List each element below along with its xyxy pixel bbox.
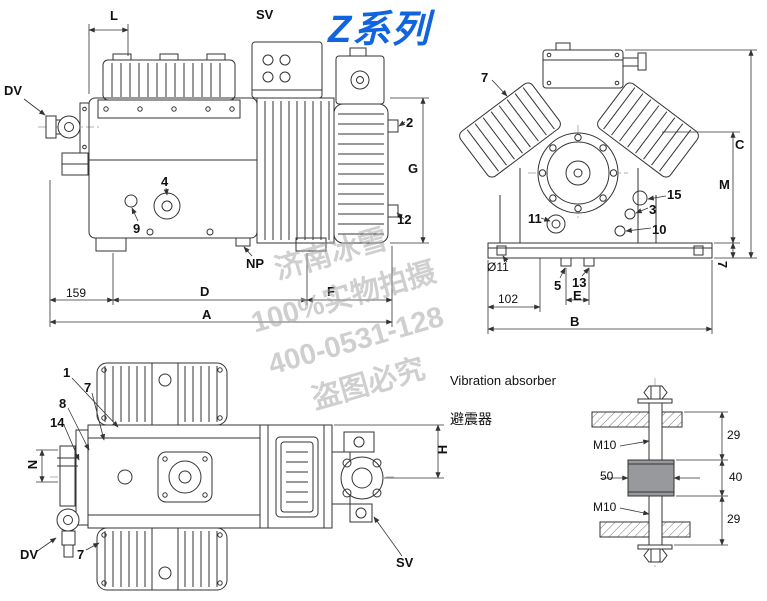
top-view-dimensions <box>35 377 444 557</box>
part-label-10: 10 <box>652 222 667 237</box>
dim-label-H: H <box>435 444 451 455</box>
dim-label-L: L <box>110 8 118 23</box>
top-bank <box>96 362 228 426</box>
part-label-13: 13 <box>572 275 587 290</box>
part-label-4: 4 <box>161 174 169 189</box>
suction-valve <box>251 41 323 99</box>
top-nut <box>643 385 668 400</box>
part-label-7-lower: 7 <box>77 547 85 562</box>
motor-section <box>259 424 333 529</box>
part-label-3: 3 <box>649 202 657 217</box>
end-cover <box>333 103 399 244</box>
sv-label: SV <box>256 7 274 22</box>
part-label-9: 9 <box>133 221 141 236</box>
thread-label-bottom: M10 <box>593 500 617 514</box>
dim-label-159: 159 <box>66 286 87 300</box>
bottom-bank <box>96 527 228 591</box>
part-label-8: 8 <box>59 396 67 411</box>
rubber-block <box>627 459 675 497</box>
side-view-dimensions <box>23 24 429 327</box>
center-body <box>87 424 261 529</box>
dim-label-D: D <box>200 284 210 299</box>
part-label-1: 1 <box>63 365 71 380</box>
terminal-box <box>335 47 385 105</box>
dim-label-M: M <box>719 177 730 192</box>
front-view-dimensions <box>487 49 757 334</box>
dim-label-N: N <box>25 459 41 470</box>
vibration-absorber-title-zh: 避震器 <box>450 411 492 427</box>
motor-housing <box>256 97 335 244</box>
part-label-14: 14 <box>50 415 65 430</box>
dim-label-E: E <box>573 288 582 303</box>
dv-pipe-assembly <box>56 429 89 558</box>
hole-dia-label: Ø11 <box>487 260 509 274</box>
base-plate <box>487 242 713 267</box>
top-view-drawing <box>35 362 444 591</box>
dim-label-29-top: 29 <box>727 428 741 442</box>
dim-label-50: 50 <box>600 469 614 483</box>
part-label-7-upper: 7 <box>84 380 92 395</box>
bearing-housing <box>499 125 657 243</box>
dim-label-102: 102 <box>498 292 519 306</box>
part-label-11: 11 <box>528 211 542 226</box>
dim-label-C: C <box>735 137 745 152</box>
absorber-dimensions <box>602 411 728 546</box>
dim-label-F: F <box>327 284 335 299</box>
dim-label-G: G <box>408 161 419 176</box>
dv-label: DV <box>4 83 23 98</box>
dim-label-40: 40 <box>729 470 743 484</box>
crankcase-body <box>88 97 258 239</box>
dv-label-bottom: DV <box>20 547 39 562</box>
dim-label-A: A <box>202 307 212 322</box>
left-cylinder-bank <box>459 82 561 178</box>
part-label-2: 2 <box>406 115 414 130</box>
front-terminal-box <box>542 42 647 89</box>
side-view-drawing <box>23 24 429 327</box>
part-label-15: 15 <box>667 187 682 202</box>
np-label: NP <box>246 256 265 271</box>
right-cylinder-bank <box>597 82 699 178</box>
part-label-12: 12 <box>397 212 412 227</box>
discharge-valve <box>38 102 100 154</box>
cylinder-heads <box>97 53 241 119</box>
sv-label-bottom: SV <box>396 555 414 570</box>
sv-flange <box>331 431 384 523</box>
vibration-absorber-drawing <box>591 378 728 570</box>
front-view-drawing <box>459 42 757 334</box>
part-label-5: 5 <box>554 278 562 293</box>
vibration-absorber-title-en: Vibration absorber <box>450 373 556 388</box>
dim-label-29-bottom: 29 <box>727 512 741 526</box>
dim-label-7-vert: 7 <box>715 260 731 269</box>
dim-label-B: B <box>570 314 580 329</box>
page-title: Z系列 <box>328 9 431 51</box>
thread-label-top: M10 <box>593 438 617 452</box>
bottom-nut <box>643 548 668 563</box>
part-label-7-front: 7 <box>481 70 489 85</box>
